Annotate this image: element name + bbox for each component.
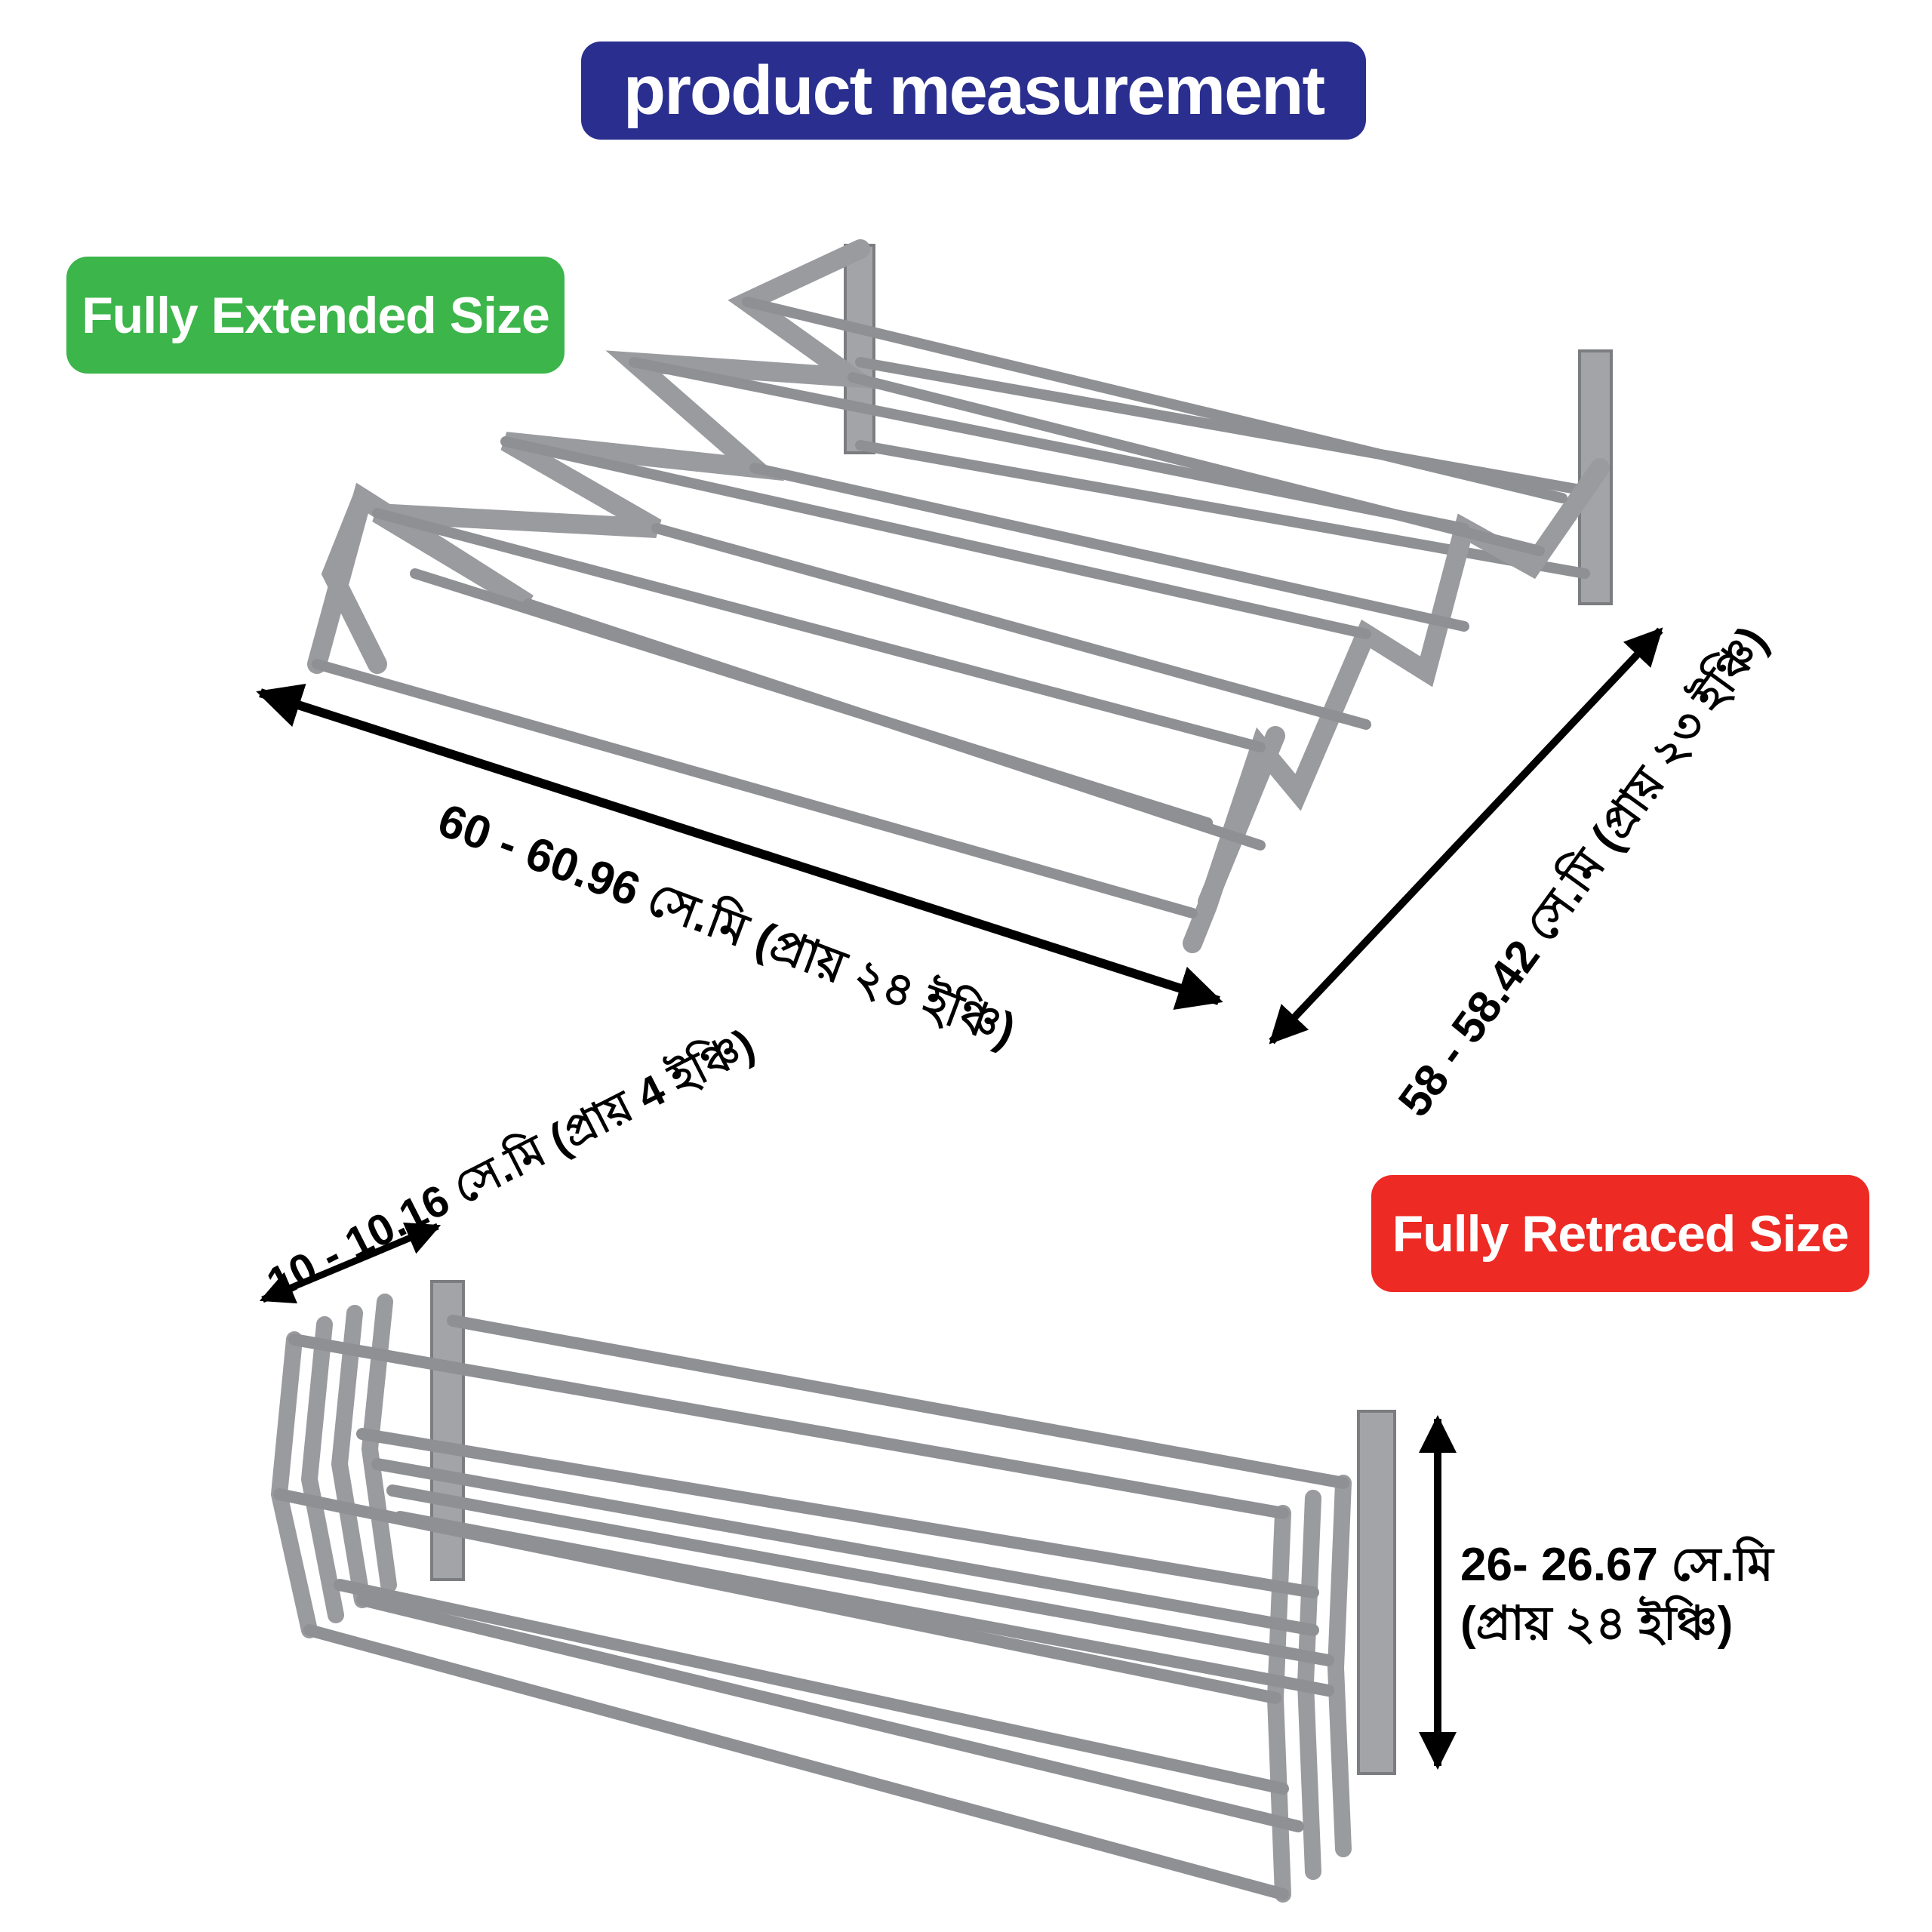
retracted-size-text: Fully Retraced Size (1392, 1204, 1850, 1263)
retracted-size-badge: Fully Retraced Size (1371, 1175, 1869, 1292)
title-text: product measurement (623, 51, 1325, 129)
retracted-depth-arrow (259, 1222, 441, 1304)
extended-depth-arrow (1269, 627, 1663, 1044)
retracted-rack-illustration (270, 1280, 1396, 1903)
extended-size-text: Fully Extended Size (82, 286, 550, 344)
retracted-height-line2: (প্রায় ২৪ ইঞ্চি) (1460, 1598, 1734, 1650)
retracted-height-label: 26- 26.67 সে.মি (প্রায় ২৪ ইঞ্চি) (1460, 1536, 1774, 1654)
title-badge: product measurement (581, 42, 1366, 140)
extended-size-badge: Fully Extended Size (66, 257, 565, 374)
extended-width-arrow (256, 683, 1223, 1011)
retracted-height-line1: 26- 26.67 সে.মি (1460, 1539, 1774, 1591)
